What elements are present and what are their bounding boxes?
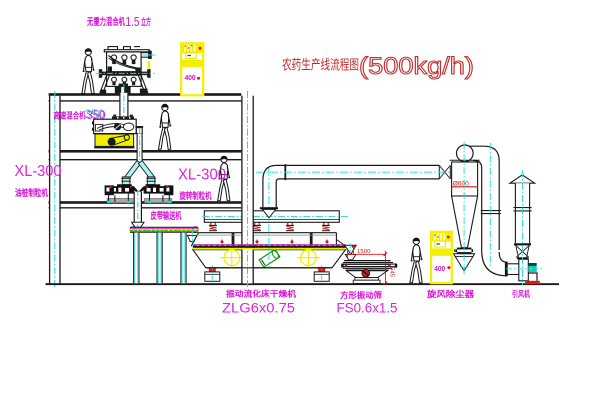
svg-text:1.5: 1.5 (126, 14, 140, 29)
svg-text:农药生产线流程图: 农药生产线流程图 (282, 58, 359, 73)
svg-text:油桩制粒机: 油桩制粒机 (15, 187, 49, 198)
svg-text:方形振动筛: 方形振动筛 (340, 290, 382, 300)
svg-text:350: 350 (87, 108, 106, 122)
svg-text:XL-300: XL-300 (15, 163, 62, 180)
svg-text:立方: 立方 (141, 16, 151, 27)
svg-text:(500kg/h): (500kg/h) (359, 53, 474, 80)
svg-text:皮带输送机: 皮带输送机 (150, 210, 182, 222)
svg-text:Ø600: Ø600 (453, 182, 470, 188)
svg-text:1500: 1500 (357, 249, 371, 255)
svg-text:400: 400 (434, 264, 445, 273)
svg-text:旋风除尘器: 旋风除尘器 (426, 288, 475, 299)
svg-text:ZLG6x0.75: ZLG6x0.75 (222, 301, 295, 316)
svg-text:无重力混合机: 无重力混合机 (86, 16, 125, 28)
svg-text:高速混合机: 高速混合机 (54, 110, 86, 121)
svg-text:XL-300: XL-300 (178, 167, 226, 184)
svg-text:引风机: 引风机 (512, 288, 530, 299)
svg-text:350: 350 (85, 107, 105, 121)
svg-text:FS0.6x1.5: FS0.6x1.5 (337, 301, 398, 316)
svg-text:振动流化床干燥机: 振动流化床干燥机 (226, 289, 297, 299)
svg-text:400: 400 (185, 73, 196, 82)
svg-text:旋转制粒机: 旋转制粒机 (179, 190, 212, 201)
svg-text:545: 545 (388, 267, 394, 277)
